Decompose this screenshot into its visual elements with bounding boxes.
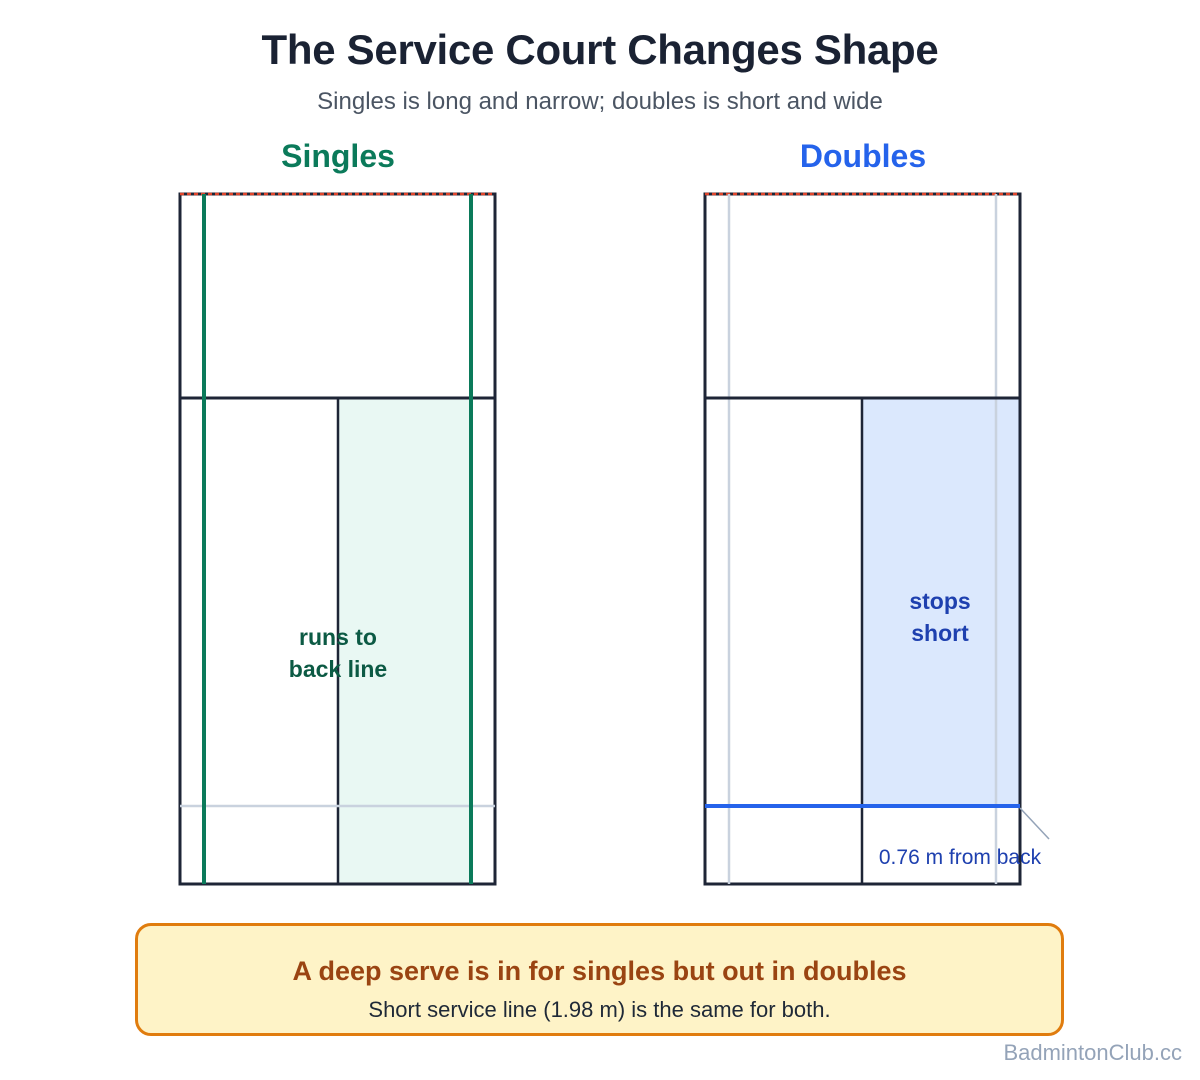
singles-label: Singles (281, 138, 395, 174)
singles-zone-label-line1: runs to (299, 624, 377, 650)
callout-heading: A deep serve is in for singles but out i… (292, 956, 907, 986)
doubles-annotation-leader (1019, 807, 1050, 840)
singles-court: runs to back line (178, 192, 497, 886)
singles-service-zone-fill (338, 398, 471, 884)
page-title: The Service Court Changes Shape (261, 26, 939, 73)
doubles-zone-label-line2: short (911, 620, 969, 646)
callout-body: Short service line (1.98 m) is the same … (368, 997, 831, 1022)
callout-box: A deep serve is in for singles but out i… (135, 923, 1064, 1036)
court-diagrams: runs to back line stops short 0.76 m fro… (178, 192, 1050, 886)
doubles-label: Doubles (799, 138, 927, 174)
doubles-court: stops short 0.76 m from back (703, 192, 1050, 886)
page-subtitle: Singles is long and narrow; doubles is s… (317, 88, 883, 115)
doubles-zone-label-line1: stops (909, 588, 970, 614)
doubles-service-zone-fill (862, 398, 1020, 806)
footer-credit: BadmintonClub.cc (1003, 1040, 1182, 1065)
doubles-annotation-text: 0.76 m from back (879, 846, 1042, 869)
singles-zone-label-line2: back line (289, 656, 387, 682)
